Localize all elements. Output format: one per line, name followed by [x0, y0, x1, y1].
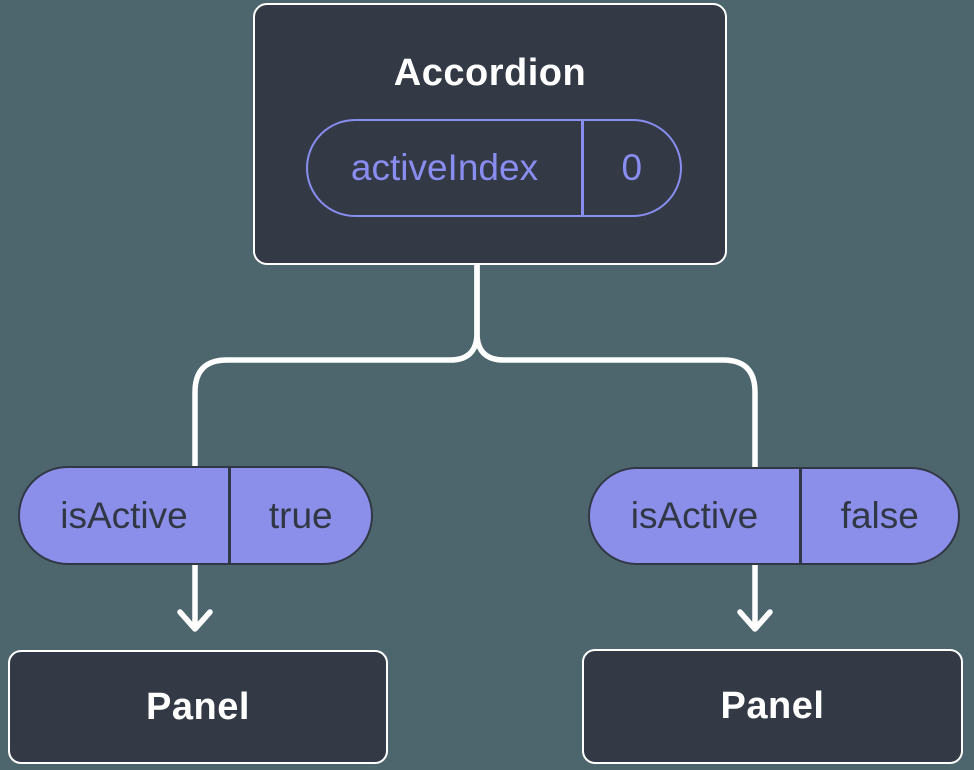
prop-pill-label: isActive	[60, 494, 188, 536]
prop-pill-divider	[799, 469, 802, 563]
panel-node-left: Panel	[8, 650, 388, 764]
branch-line-left	[192, 261, 480, 469]
prop-pill-value: false	[840, 495, 919, 536]
state-pill-divider	[581, 121, 584, 215]
arrow-head-left-icon	[177, 609, 213, 632]
prop-pill-divider	[228, 468, 231, 563]
prop-pill-isactive-false: isActive false	[588, 467, 960, 565]
state-pill-value: 0	[621, 147, 643, 188]
arrow-head-right-icon	[737, 609, 773, 632]
accordion-title: Accordion	[393, 52, 587, 94]
prop-pill-label: isActive	[630, 495, 759, 536]
prop-pill-isactive-true: isActive true	[18, 466, 373, 565]
prop-pill-value: true	[268, 494, 333, 536]
state-pill-activeindex: activeIndex 0	[306, 119, 682, 217]
state-pill-label: activeIndex	[350, 147, 539, 188]
branch-line-right	[474, 261, 758, 470]
accordion-node: Accordion activeIndex 0	[253, 3, 727, 265]
panel-node-right: Panel	[582, 649, 963, 764]
